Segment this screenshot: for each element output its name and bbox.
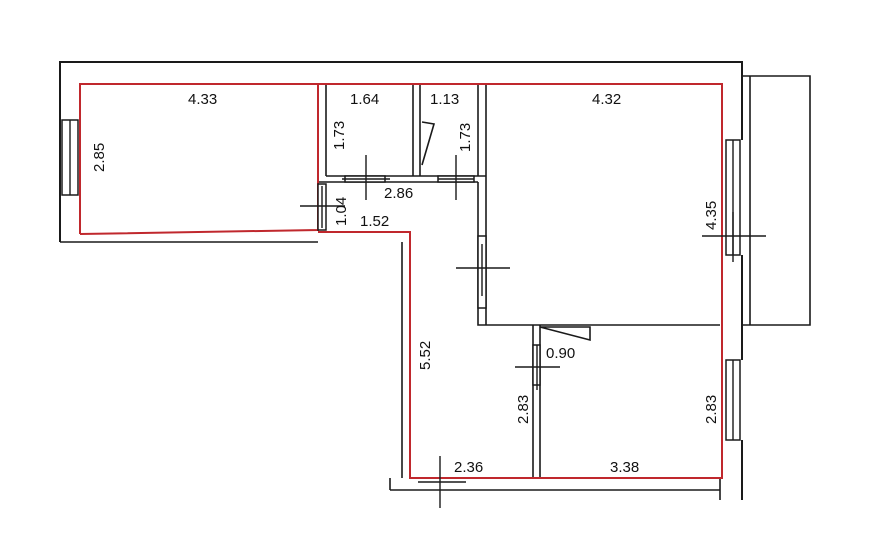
crosshair-marks <box>300 155 766 508</box>
dim-kitchen-width: 3.38 <box>610 459 639 476</box>
room-outline-main <box>318 83 723 479</box>
outer-walls <box>59 61 743 500</box>
dim-right-room-width: 4.32 <box>592 91 621 108</box>
dim-kitchen-right-height: 2.83 <box>703 395 720 424</box>
door-kitchen-swing <box>539 326 591 342</box>
wall-corridor-right <box>477 182 720 326</box>
room-outlines <box>79 83 723 479</box>
dim-right-room-height: 4.35 <box>703 201 720 230</box>
dim-wc-height: 1.73 <box>457 123 474 152</box>
balcony <box>742 75 811 326</box>
interior-walls <box>60 84 720 490</box>
dim-left-room-height: 2.85 <box>91 143 108 172</box>
dim-left-room-width: 4.33 <box>188 91 217 108</box>
balcony-outline <box>742 75 811 326</box>
dim-corridor-short: 1.04 <box>333 197 350 226</box>
dim-hall-bottom: 2.36 <box>454 459 483 476</box>
dim-corridor-length: 5.52 <box>417 341 434 370</box>
door-wc-swing <box>421 121 436 166</box>
dim-door-width: 0.90 <box>546 345 575 362</box>
dim-bath-height: 1.73 <box>331 121 348 150</box>
outer-wall-top <box>59 61 743 242</box>
dim-kitchen-left-height: 2.83 <box>515 395 532 424</box>
dim-corridor-width: 1.52 <box>360 213 389 230</box>
dimension-labels: 4.33 2.85 1.64 1.73 1.13 1.73 2.86 1.04 … <box>91 91 720 476</box>
dim-wc-width: 1.13 <box>430 91 459 108</box>
dim-corridor-top: 2.86 <box>384 185 413 202</box>
dim-bath-width: 1.64 <box>350 91 379 108</box>
windows <box>61 119 741 441</box>
